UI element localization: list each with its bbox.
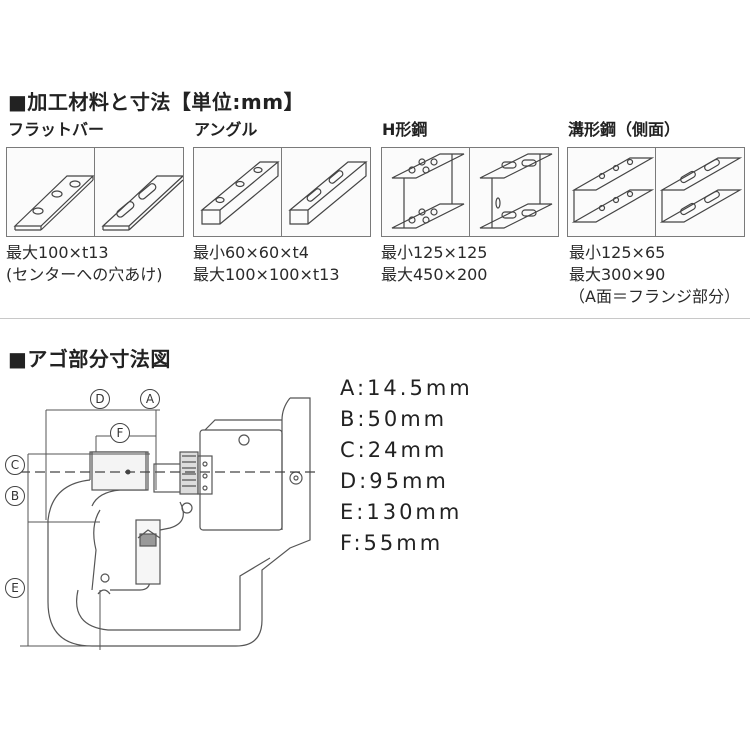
label-d: D	[90, 389, 110, 409]
category-channel: 溝形鋼（側面）	[568, 120, 681, 139]
dim-a: A:14.5mm	[340, 376, 473, 400]
channel-illustration	[567, 147, 745, 237]
angle-specs: 最小60×60×t4 最大100×100×t13	[193, 243, 340, 284]
dim-e: E:130mm	[340, 500, 463, 524]
flat-bar-illustration	[6, 147, 184, 237]
section-title-materials: ■加工材料と寸法【単位:mm】	[8, 90, 305, 114]
label-a: A	[140, 389, 160, 409]
dim-c: C:24mm	[340, 438, 448, 462]
label-b: B	[5, 486, 25, 506]
dim-f: F:55mm	[340, 531, 444, 555]
dim-d: D:95mm	[340, 469, 449, 493]
dim-b: B:50mm	[340, 407, 448, 431]
angle-illustration	[193, 147, 371, 237]
category-flat-bar: フラットバー	[8, 120, 105, 139]
channel-specs: 最小125×65 最大300×90 （A面＝フランジ部分）	[569, 243, 740, 306]
category-angle: アングル	[194, 120, 258, 139]
label-f: F	[110, 423, 130, 443]
jaw-diagram	[20, 397, 320, 650]
h-beam-illustration	[381, 147, 559, 237]
label-c: C	[5, 455, 25, 475]
label-e: E	[5, 578, 25, 598]
flat-bar-specs: 最大100×t13 (センターへの穴あけ)	[6, 243, 163, 284]
section-title-jaw: ■アゴ部分寸法図	[8, 347, 171, 371]
h-beam-specs: 最小125×125 最大450×200	[381, 243, 488, 284]
section-divider	[0, 318, 750, 319]
category-h-beam: H形鋼	[382, 120, 428, 139]
